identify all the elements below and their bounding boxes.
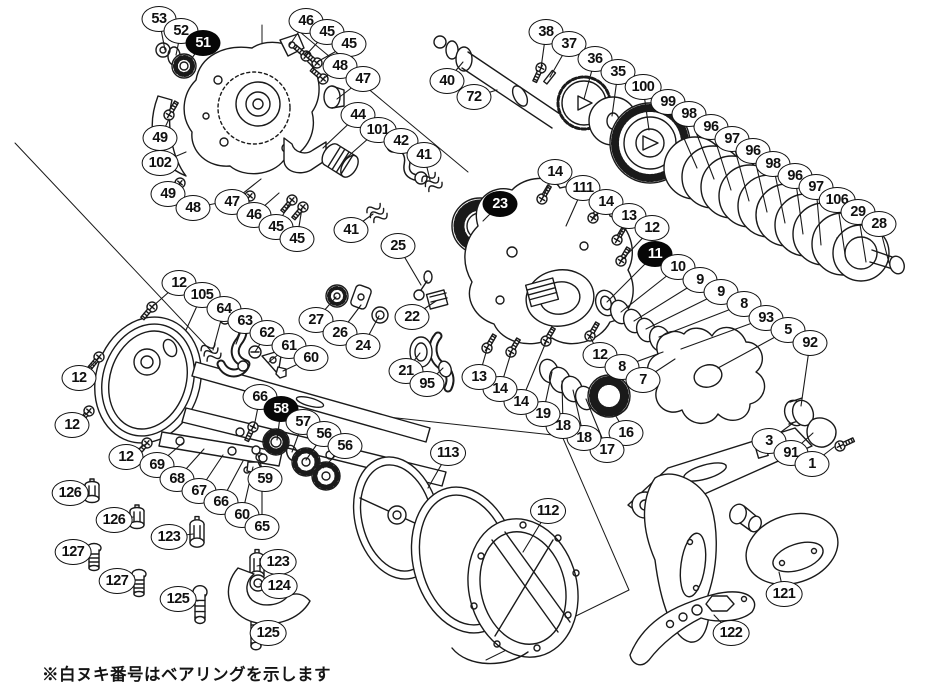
callout-124: 124	[260, 573, 298, 599]
callout-122: 122	[712, 620, 750, 646]
drag-washer-stack	[664, 137, 907, 281]
callout-65: 65	[244, 514, 280, 540]
callout-112: 112	[530, 498, 566, 524]
callout-48: 48	[322, 53, 358, 79]
clutch-cam-cluster	[241, 419, 340, 490]
callout-72: 72	[456, 84, 492, 110]
callout-126: 126	[51, 480, 89, 506]
legend-note: ※白ヌキ番号はベアリングを示します	[42, 666, 331, 684]
callout-121: 121	[765, 581, 803, 607]
callout-49: 49	[142, 125, 178, 151]
callout-14: 14	[537, 159, 573, 185]
callout-13: 13	[461, 364, 497, 390]
callout-12: 12	[54, 412, 90, 438]
callout-98: 98	[671, 101, 707, 127]
callout-92: 92	[792, 330, 828, 356]
callout-1: 1	[794, 451, 830, 477]
callout-123: 123	[150, 524, 188, 550]
callout-100: 100	[624, 74, 662, 100]
callout-45: 45	[279, 226, 315, 252]
callout-7: 7	[625, 367, 661, 393]
side-plate-assembly	[152, 34, 444, 300]
callout-60: 60	[293, 345, 329, 371]
callout-44: 44	[340, 102, 376, 128]
callout-8: 8	[726, 291, 762, 317]
callout-42: 42	[383, 128, 419, 154]
callout-102: 102	[141, 150, 179, 176]
knob-and-wrench	[630, 502, 847, 665]
callout-123: 123	[259, 549, 297, 575]
spool-frame	[341, 448, 592, 669]
callout-47: 47	[345, 66, 381, 92]
callout-22: 22	[394, 304, 430, 330]
callout-24: 24	[345, 333, 381, 359]
callout-12: 12	[61, 365, 97, 391]
callout-59: 59	[247, 466, 283, 492]
callout-48: 48	[175, 195, 211, 221]
callout-56: 56	[327, 433, 363, 459]
callout-127: 127	[98, 568, 136, 594]
callout-12: 12	[634, 215, 670, 241]
callout-40: 40	[429, 68, 465, 94]
callout-45: 45	[331, 31, 367, 57]
callout-41: 41	[406, 142, 442, 168]
callout-23-bearing: 23	[482, 191, 518, 217]
callout-28: 28	[861, 211, 897, 237]
callout-45: 45	[309, 19, 345, 45]
callout-41: 41	[333, 217, 369, 243]
callout-46: 46	[236, 202, 272, 228]
callout-8: 8	[604, 354, 640, 380]
roller-clutch	[319, 141, 362, 180]
callout-95: 95	[409, 371, 445, 397]
callout-125: 125	[159, 586, 197, 612]
callout-113: 113	[430, 440, 466, 466]
drag-train-star	[536, 287, 764, 423]
callout-25: 25	[380, 233, 416, 259]
callout-126: 126	[95, 507, 133, 533]
callout-51-bearing: 51	[185, 30, 221, 56]
callout-127: 127	[54, 539, 92, 565]
callout-125: 125	[249, 620, 287, 646]
callout-12: 12	[108, 444, 144, 470]
callout-14: 14	[482, 376, 518, 402]
